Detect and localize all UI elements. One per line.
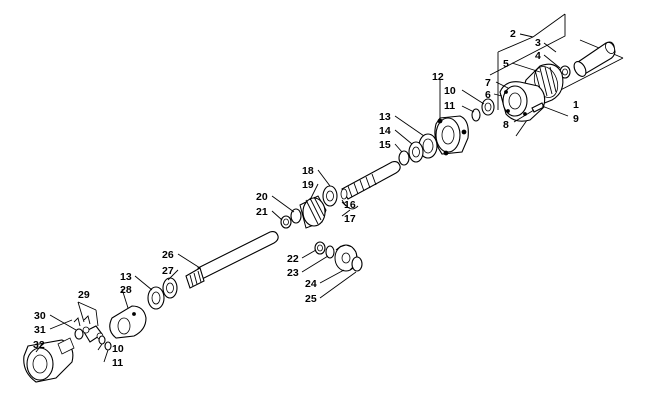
washer-10-upper xyxy=(481,98,495,116)
callout-6: 6 xyxy=(485,89,491,101)
snap-ring-11-upper xyxy=(471,108,481,122)
callout-25: 25 xyxy=(305,293,317,305)
callout-7: 7 xyxy=(485,77,491,89)
callout-30: 30 xyxy=(34,310,46,322)
callout-24: 24 xyxy=(305,278,317,290)
callout-4: 4 xyxy=(535,50,541,62)
ring-15 xyxy=(398,150,410,166)
bearing-27 xyxy=(162,277,178,299)
callout-3: 3 xyxy=(535,37,541,49)
callout-27: 27 xyxy=(162,265,174,277)
callout-13-upper: 13 xyxy=(379,111,391,123)
callout-2: 2 xyxy=(510,28,516,40)
callout-28: 28 xyxy=(120,284,132,296)
bearing-13-lower xyxy=(147,286,165,310)
callout-9: 9 xyxy=(573,113,579,125)
clip-31 xyxy=(73,315,91,327)
callout-21: 21 xyxy=(256,206,268,218)
shim-25 xyxy=(351,256,363,272)
callout-22: 22 xyxy=(287,253,299,265)
nut-21 xyxy=(280,215,292,229)
callout-18: 18 xyxy=(302,165,314,177)
callout-23: 23 xyxy=(287,267,299,279)
callout-17: 17 xyxy=(344,213,356,225)
bearing-cap-30 xyxy=(74,328,84,340)
leader-lines xyxy=(35,33,569,363)
callout-26: 26 xyxy=(162,249,174,261)
washer-20 xyxy=(290,208,302,224)
drive-shaft-26 xyxy=(185,230,279,289)
washer-10-lower xyxy=(98,335,106,345)
yoke-28 xyxy=(109,305,147,339)
callout-13-lower: 13 xyxy=(120,271,132,283)
end-yoke-32 xyxy=(23,337,75,383)
callout-11-upper: 11 xyxy=(444,100,455,112)
callout-12: 12 xyxy=(432,71,444,83)
seal-14 xyxy=(408,141,424,163)
bearing-18 xyxy=(322,185,338,207)
washer-23 xyxy=(325,245,335,259)
nut-22 xyxy=(314,241,326,255)
output-shaft-part xyxy=(573,41,616,77)
callout-1: 1 xyxy=(573,99,579,111)
bevel-gear-19 xyxy=(299,195,327,229)
snap-ring-11-lower xyxy=(104,341,112,351)
callout-10-lower: 10 xyxy=(112,343,124,355)
callout-15: 15 xyxy=(379,139,391,151)
callout-5: 5 xyxy=(503,58,509,70)
pinion-shaft-part xyxy=(340,160,401,200)
callout-20: 20 xyxy=(256,191,268,203)
callout-11-lower: 11 xyxy=(112,357,123,369)
callout-10-upper: 10 xyxy=(444,85,456,97)
callout-32: 32 xyxy=(33,339,45,351)
callout-19: 19 xyxy=(302,179,314,191)
callout-14: 14 xyxy=(379,125,391,137)
callout-31: 31 xyxy=(34,324,46,336)
callout-29: 29 xyxy=(78,289,90,301)
callout-8: 8 xyxy=(503,119,509,131)
callout-labels: 1 2 3 4 5 6 7 8 9 10 11 12 13 14 15 16 1… xyxy=(33,28,579,369)
flange-plate-part xyxy=(434,115,469,156)
callout-16: 16 xyxy=(344,199,356,211)
snap-ring-17 xyxy=(341,199,359,210)
